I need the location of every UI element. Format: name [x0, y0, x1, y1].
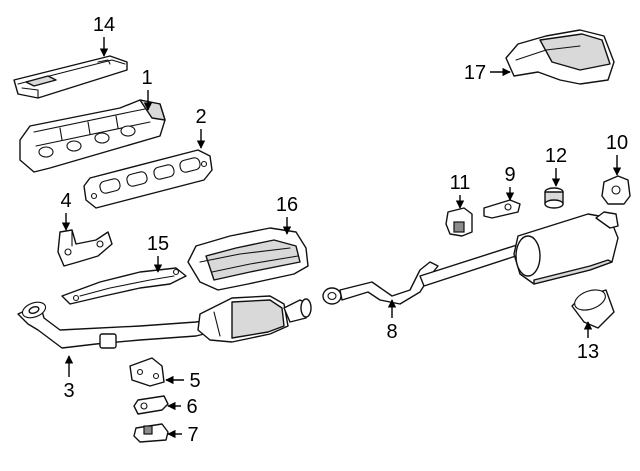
manifold-bracket-part [57, 229, 113, 267]
heat-shield-lower-part [61, 267, 187, 305]
callout-label-16: 16 [276, 194, 298, 216]
callout-15: 15 [147, 233, 169, 273]
insulator-11-part [445, 207, 473, 237]
callout-label-2: 2 [195, 106, 206, 128]
manifold-gasket-part [83, 149, 213, 209]
callout-label-12: 12 [545, 145, 567, 167]
rubber-mount-12-part [544, 187, 564, 209]
muffler-part [513, 211, 619, 285]
engine-cover-part [13, 55, 128, 99]
callout-12: 12 [545, 145, 567, 187]
exhaust-manifold-part [19, 99, 166, 173]
callout-5: 5 [165, 370, 201, 392]
callout-label-7: 7 [187, 424, 198, 446]
callout-label-8: 8 [386, 321, 397, 343]
hanger-bracket-5-part [129, 357, 165, 387]
callout-label-13: 13 [577, 341, 599, 363]
callout-6: 6 [167, 396, 198, 418]
callout-17: 17 [464, 62, 511, 84]
hanger-7-part [133, 423, 169, 443]
intermediate-pipe-part [322, 243, 523, 305]
callout-label-3: 3 [63, 380, 74, 402]
callout-1: 1 [141, 67, 153, 111]
callout-14: 14 [93, 14, 115, 57]
front-pipe-converter-part [17, 295, 312, 349]
callout-label-5: 5 [189, 370, 200, 392]
callout-16: 16 [276, 194, 298, 235]
hanger-10-part [601, 175, 631, 205]
heat-shield-rear-part [505, 29, 615, 85]
callout-7: 7 [167, 424, 199, 446]
hanger-6-part [133, 395, 169, 415]
callout-label-11: 11 [450, 172, 471, 194]
callout-label-17: 17 [464, 62, 486, 84]
callout-9: 9 [504, 164, 516, 201]
callout-label-1: 1 [141, 67, 152, 89]
callout-label-4: 4 [60, 190, 71, 212]
callout-label-10: 10 [606, 132, 628, 154]
callout-11: 11 [450, 172, 471, 209]
callout-label-14: 14 [93, 14, 115, 36]
callout-4: 4 [60, 190, 72, 231]
callout-8: 8 [386, 299, 398, 343]
tail-pipe-tip-part [571, 289, 615, 329]
callout-10: 10 [606, 132, 628, 176]
heat-shield-converter-part [187, 227, 309, 291]
callout-label-9: 9 [504, 164, 515, 186]
callout-label-6: 6 [186, 396, 197, 418]
callout-3: 3 [63, 355, 75, 402]
callout-label-15: 15 [147, 233, 169, 255]
callout-2: 2 [195, 106, 207, 149]
hanger-bracket-9-part [483, 199, 521, 219]
callout-13: 13 [577, 321, 599, 363]
